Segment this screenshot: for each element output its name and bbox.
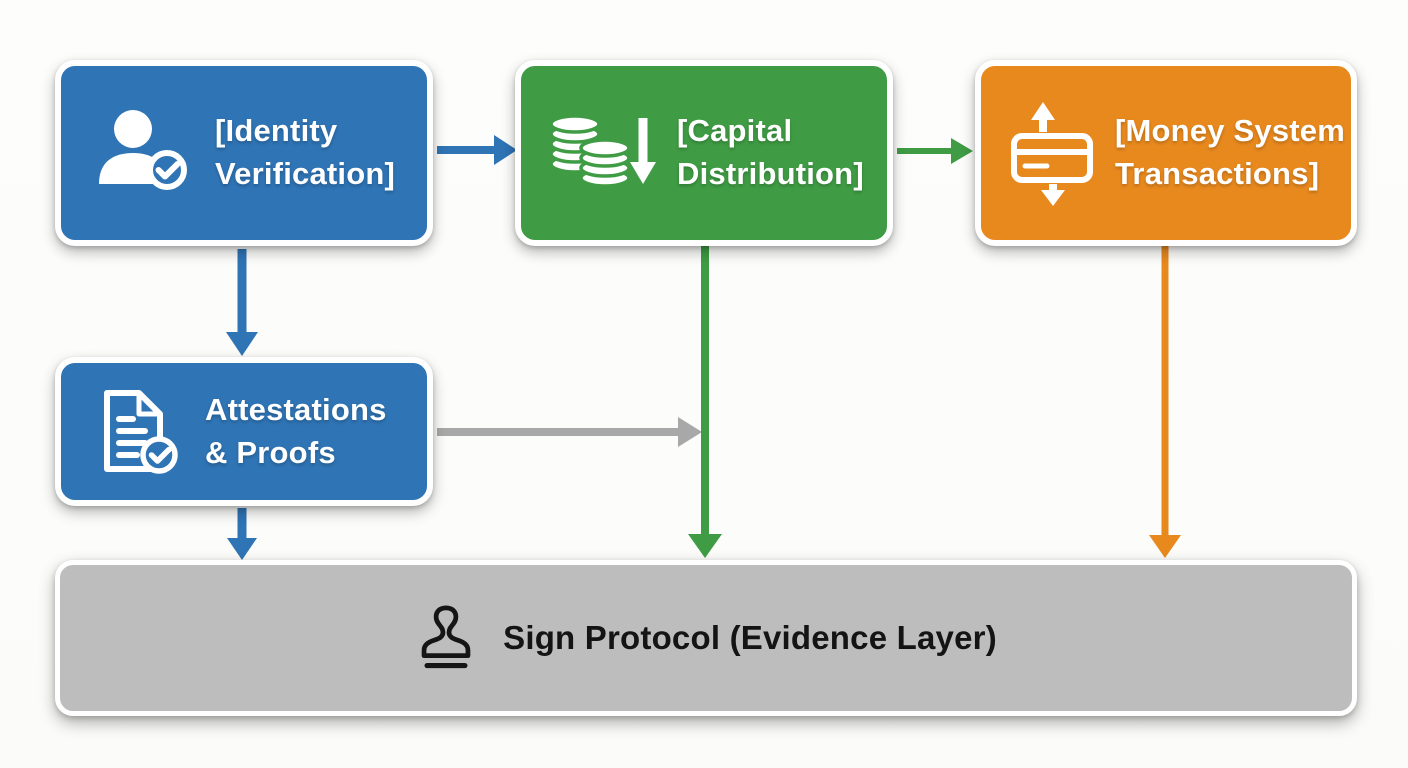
arrow-money-to-sign [1149, 246, 1181, 558]
node-label: Attestations & Proofs [205, 391, 387, 470]
card-transfer-icon [1009, 98, 1097, 208]
node-sign-protocol-evidence-layer: Sign Protocol (Evidence Layer) [55, 560, 1357, 716]
coins-down-icon [547, 112, 659, 194]
node-identity-verification: [Identity Verification] [55, 60, 433, 246]
node-label: [Identity Verification] [215, 113, 396, 191]
arrow-identity-to-capital [437, 135, 517, 165]
node-attestations-proofs: Attestations & Proofs [55, 357, 433, 506]
arrow-identity-to-attestations [226, 249, 258, 356]
arrow-attestations-to-sign [227, 508, 257, 560]
arrow-capital-to-sign [688, 246, 722, 558]
user-check-icon [95, 108, 195, 198]
node-label: [Capital Distribution] [677, 113, 864, 191]
node-money-system-transactions: [Money System Transactions] [975, 60, 1357, 246]
arrow-capital-to-money [897, 138, 973, 164]
document-check-icon [97, 387, 181, 477]
node-label: [Money System Transactions] [1115, 113, 1345, 191]
stamp-icon [415, 604, 477, 672]
arrow-attestations-to-capital-line [437, 417, 702, 447]
node-capital-distribution: [Capital Distribution] [515, 60, 893, 246]
node-label: Sign Protocol (Evidence Layer) [503, 619, 997, 657]
